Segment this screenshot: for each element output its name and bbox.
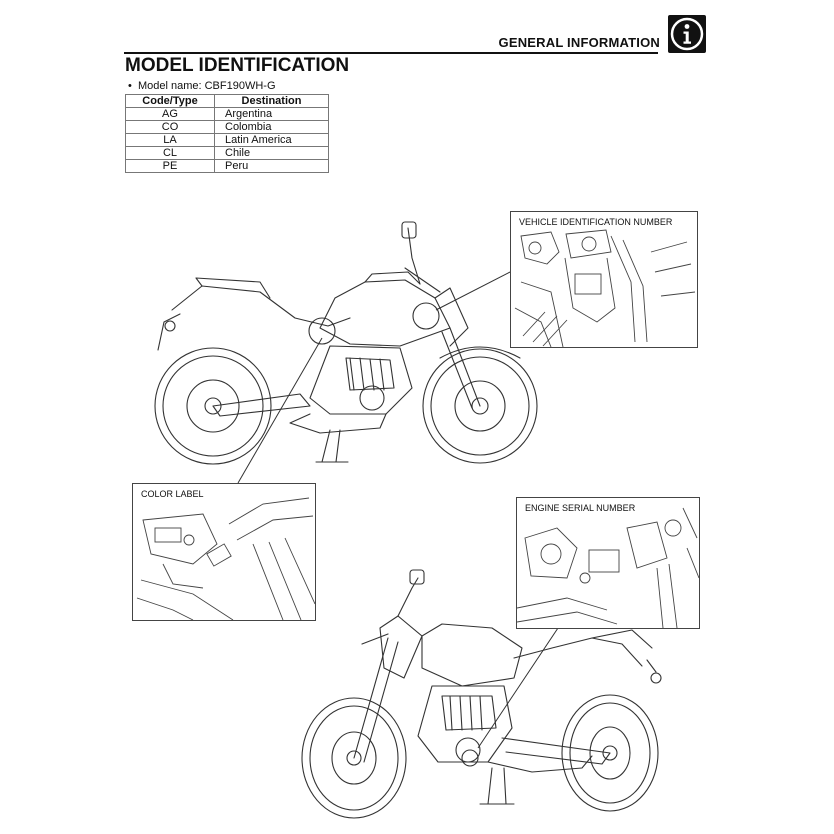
model-name: • Model name: CBF190WH-G [128,80,276,92]
cell-code: CL [125,146,215,160]
callout-color-label: COLOR LABEL [132,483,316,621]
motorcycle-side-illustration [154,221,538,465]
cell-destination: Latin America [214,133,329,147]
table-row: AG Argentina [125,107,329,121]
cell-destination: Colombia [214,120,329,134]
table-row: CO Colombia [125,120,329,134]
callout-color-label-text: COLOR LABEL [141,489,204,499]
callout-vin: VEHICLE IDENTIFICATION NUMBER [510,211,698,348]
destination-table: Code/Type Destination AG Argentina CO Co… [125,94,329,173]
callout-vin-label: VEHICLE IDENTIFICATION NUMBER [519,217,673,227]
cell-code: PE [125,159,215,173]
table-row: CL Chile [125,146,329,160]
bullet: • [128,80,138,92]
motorcycle-front-quarter-illustration [301,569,662,819]
color-label-detail-illustration [136,497,315,620]
header-rule [124,52,658,54]
section-title: GENERAL INFORMATION [498,35,660,50]
table-row: PE Peru [125,159,329,173]
page-title: MODEL IDENTIFICATION [125,55,350,76]
callout-engine-serial: ENGINE SERIAL NUMBER [516,497,700,629]
engine-serial-detail-illustration [517,507,699,628]
callout-engine-serial-label: ENGINE SERIAL NUMBER [525,503,636,513]
model-name-text: Model name: CBF190WH-G [137,80,276,92]
info-icon [668,15,706,53]
vin-detail-illustration [514,229,696,347]
cell-destination: Peru [214,159,329,173]
